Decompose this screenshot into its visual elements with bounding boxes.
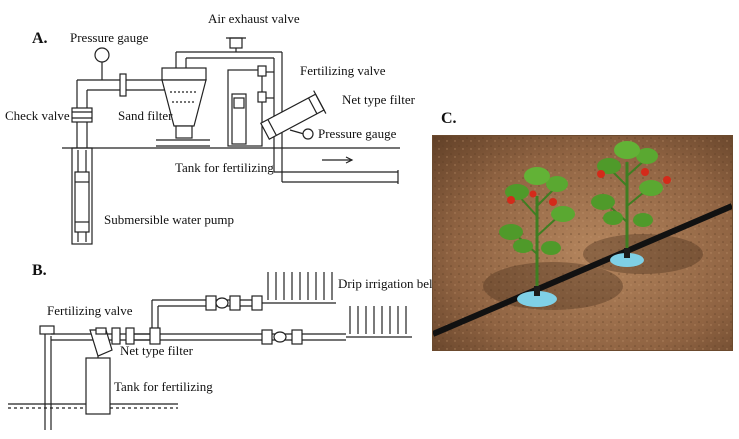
water-emitter-2	[610, 253, 644, 267]
label-drip-irrigation-belt: Drip irrigation belt	[338, 276, 437, 291]
fertilizer-tank-b	[85, 357, 111, 415]
panel-a-letter: A.	[32, 30, 48, 47]
drip-irrigation-illustration	[432, 135, 733, 351]
water-emitter-1	[517, 291, 557, 307]
tomato-plant-1	[499, 167, 575, 286]
label-pressure-gauge-right: Pressure gauge	[318, 126, 397, 141]
drip-belts-lower	[349, 306, 407, 334]
label-tank-for-fertilizing-a: Tank for fertilizing	[175, 160, 274, 175]
drip-pipe	[433, 203, 732, 337]
label-sand-filter: Sand filter	[118, 108, 173, 123]
pressure-gauge-top	[94, 47, 110, 63]
pressure-gauge-right	[302, 128, 314, 140]
submersible-pump-body	[74, 171, 90, 233]
label-check-valve: Check valve	[5, 108, 70, 123]
label-air-exhaust-valve: Air exhaust valve	[208, 11, 300, 26]
label-net-type-filter-a: Net type filter	[342, 92, 415, 107]
tomato-plant-2	[591, 141, 671, 248]
label-fertilizing-valve-b: Fertilizing valve	[47, 303, 133, 318]
panel-b-letter: B.	[32, 262, 47, 279]
panel-c-letter: C.	[441, 110, 457, 127]
well-casing	[71, 147, 93, 245]
label-pressure-gauge-top: Pressure gauge	[70, 30, 149, 45]
label-net-type-filter-b: Net type filter	[120, 343, 193, 358]
fertilizing-valve-a	[257, 65, 267, 77]
label-fertilizing-valve-a: Fertilizing valve	[300, 63, 386, 78]
label-submersible-pump: Submersible water pump	[104, 212, 234, 227]
drip-belts-upper	[267, 272, 333, 300]
fertilizing-valve-b	[111, 327, 121, 345]
net-type-filter-a	[260, 90, 327, 140]
label-tank-for-fertilizing-b: Tank for fertilizing	[114, 379, 213, 394]
tomato-plants-scene	[433, 136, 732, 350]
